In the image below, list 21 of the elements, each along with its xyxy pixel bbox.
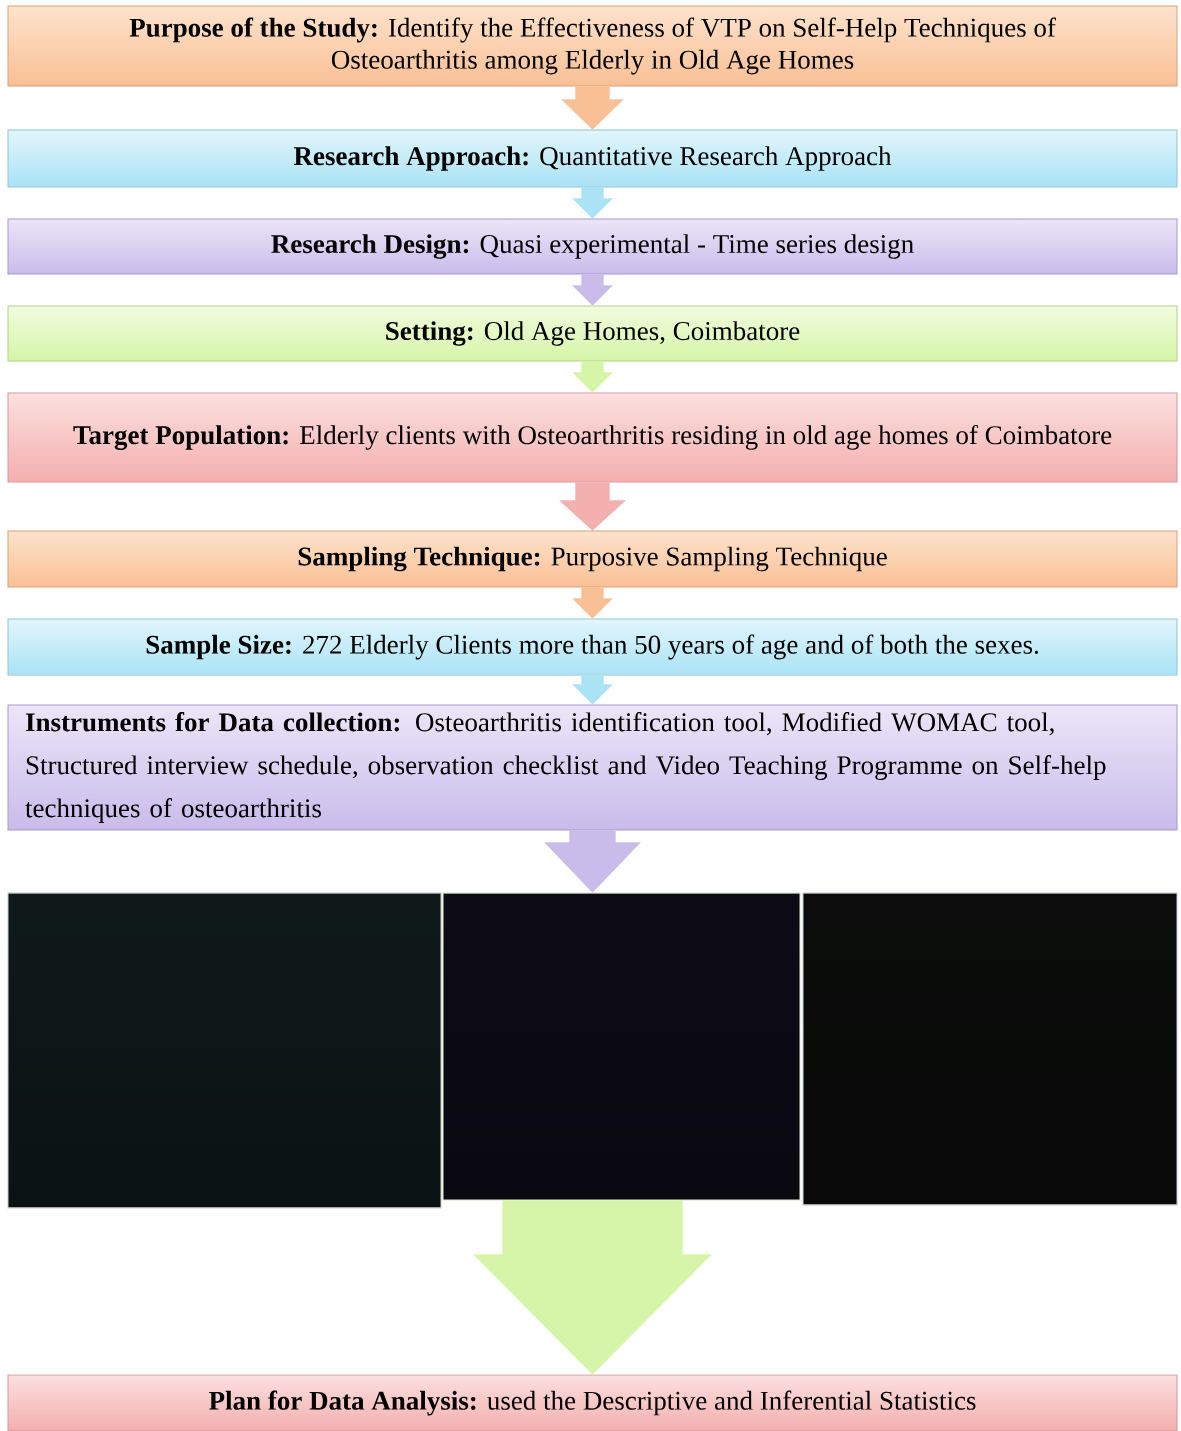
dark-panel [7, 892, 442, 1209]
block-arrow [572, 187, 613, 219]
process-box: Plan for Data Analysis: used the Descriptive and Inferential Statistics [7, 1374, 1178, 1431]
block-arrow [572, 361, 613, 393]
process-box: Research Approach: Quantitative Research Approach [7, 129, 1178, 188]
process-box: Setting: Old Age Homes, Coimbatore [7, 305, 1178, 362]
block-arrow [559, 482, 626, 531]
process-box: Research Design: Quasi experimental - Time series design [7, 218, 1178, 275]
block-arrow [561, 86, 624, 130]
block-arrow [544, 830, 641, 893]
block-arrow [572, 587, 613, 619]
process-box: Sampling Technique: Purposive Sampling Technique [7, 530, 1178, 588]
block-arrow [473, 1200, 712, 1375]
dark-panel [442, 892, 801, 1201]
process-box: Purpose of the Study: Identify the Effectiveness of VTP on Self-Help Techniques of Osteoarthritis among Elderly in Old Age Homes [7, 5, 1178, 87]
process-box: Sample Size: 272 Elderly Clients more than 50 years of age and of both the sexes. [7, 618, 1178, 676]
process-box: Target Population: Elderly clients with Osteoarthritis residing in old age homes of Coimbatore [7, 392, 1178, 483]
dark-panel [802, 892, 1178, 1206]
block-arrow [572, 675, 613, 705]
process-box: Instruments for Data collection: Osteoarthritis identification tool, Modified WOMAC tool, Structured interview schedule, observation checklist and Video Teaching Programme on Self-help techniques of osteoarthritis [7, 704, 1178, 831]
block-arrow [572, 274, 613, 306]
